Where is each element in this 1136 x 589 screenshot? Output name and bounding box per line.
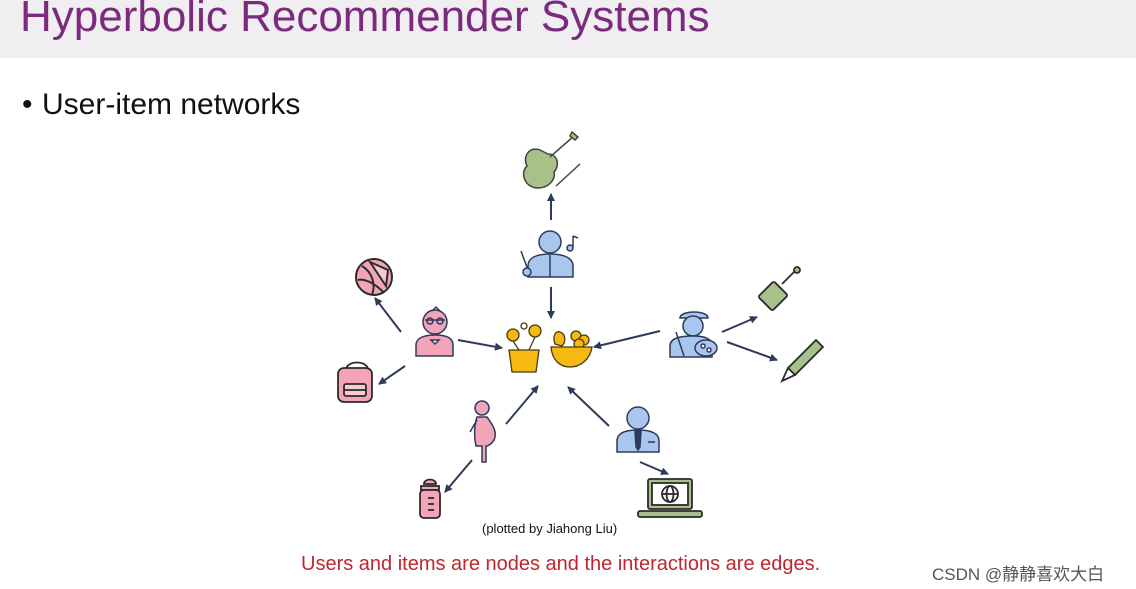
businessman-user-icon [616,406,660,453]
paint-brush-icon [758,266,801,311]
beach-ball-icon [355,258,393,296]
watermark: CSDN @静静喜欢大白 [932,565,1105,584]
edge-child-flower-pot [457,339,503,351]
painter-user-icon [669,311,718,358]
fruit-bowl-icon [550,330,593,368]
slide-title: Hyperbolic Recommender Systems [20,0,710,41]
violin-icon [522,130,581,189]
title-bar: Hyperbolic Recommender Systems [0,0,1136,58]
edge-painter-pencil [726,341,778,362]
slide-caption: Users and items are nodes and the intera… [301,553,821,575]
edge-pregnant-baby-bottle [444,459,473,493]
edge-painter-paint-brush [721,316,758,333]
flower-pot-icon [506,322,542,373]
edge-painter-fruit-bowl [593,330,661,350]
musician-user-icon [520,230,579,278]
pencil-icon [780,338,825,383]
edge-pregnant-flower-pot [505,385,539,425]
child-user-icon [415,305,454,357]
bullet-point: • User-item networks [22,88,300,122]
edge-child-backpack [378,365,406,385]
backpack-icon [337,361,373,403]
laptop-icon [637,478,703,518]
bullet-dot: • [22,88,33,121]
edge-businessman-fruit-bowl [567,386,610,427]
edge-child-beach-ball [374,297,402,333]
edges [374,193,778,493]
bullet-text: User-item networks [42,88,301,121]
pregnant-woman-user-icon [469,400,497,463]
baby-bottle-icon [419,478,441,519]
edge-businessman-laptop [639,461,669,475]
plot-credit: (plotted by Jiahong Liu) [482,521,618,536]
